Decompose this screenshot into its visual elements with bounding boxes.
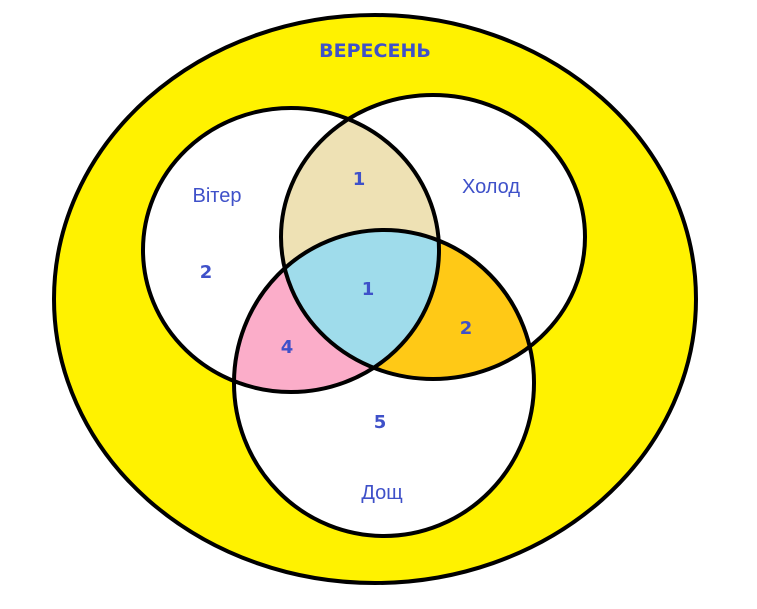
count-wind-rain: 4 <box>281 337 294 358</box>
set-label-rain: Дощ <box>361 482 402 504</box>
count-cold-rain: 2 <box>460 318 473 339</box>
set-label-cold: Холод <box>462 176 520 198</box>
count-wind-only: 2 <box>200 262 213 283</box>
count-rain-only: 5 <box>374 412 387 433</box>
count-all-three: 1 <box>362 279 375 300</box>
universe-title: ВЕРЕСЕНЬ <box>319 40 431 62</box>
count-wind-cold: 1 <box>353 169 366 190</box>
cold-circle-outline <box>279 93 587 381</box>
set-label-wind: Вітер <box>193 185 242 207</box>
wind-circle-outline <box>141 106 441 394</box>
rain-circle-outline <box>232 228 536 538</box>
